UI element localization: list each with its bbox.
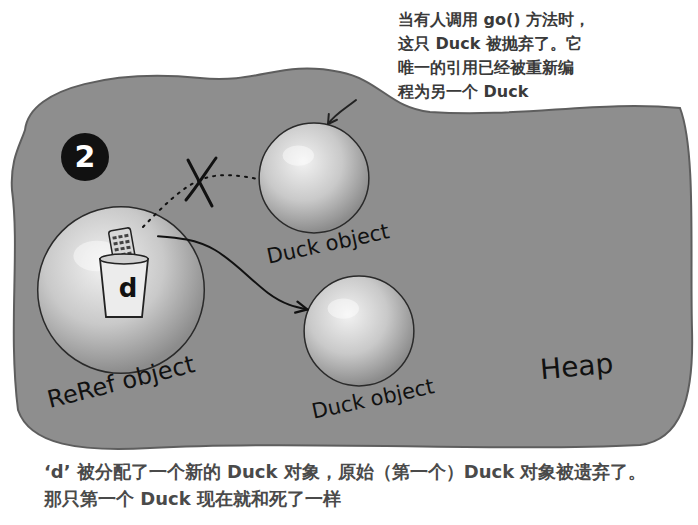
callout-note: 当有人调用 go() 方法时， 这只 Duck 被抛弃了。它 唯一的引用已经被重…: [398, 8, 610, 104]
object-sphere: Duck object: [303, 275, 415, 387]
node-label: d: [98, 273, 158, 303]
caption: ‘d’ 被分配了一个新的 Duck 对象，原始（第一个）Duck 对象被遗弃了。…: [44, 458, 674, 512]
object-sphere: Duck object: [258, 122, 370, 234]
cup-rim: [100, 254, 148, 264]
sphere-highlight: [328, 299, 359, 319]
callout-number: 2: [61, 133, 109, 181]
sphere-highlight: [283, 146, 314, 166]
object-sphere: dReRef object: [36, 205, 206, 375]
sphere-shape: [303, 275, 415, 387]
node-label: Heap: [539, 347, 615, 386]
sphere-shape: [258, 122, 370, 234]
sphere-outline: [38, 207, 205, 374]
reference-arrow: [143, 175, 258, 227]
reference-arrow: [158, 236, 307, 309]
heap-outline: [12, 69, 692, 449]
sphere-outline: [304, 276, 414, 386]
heap-region: dReRef objectDuck objectDuck objectHeap: [0, 0, 698, 455]
reference-cup: d: [98, 227, 158, 319]
sphere-outline: [259, 123, 369, 233]
